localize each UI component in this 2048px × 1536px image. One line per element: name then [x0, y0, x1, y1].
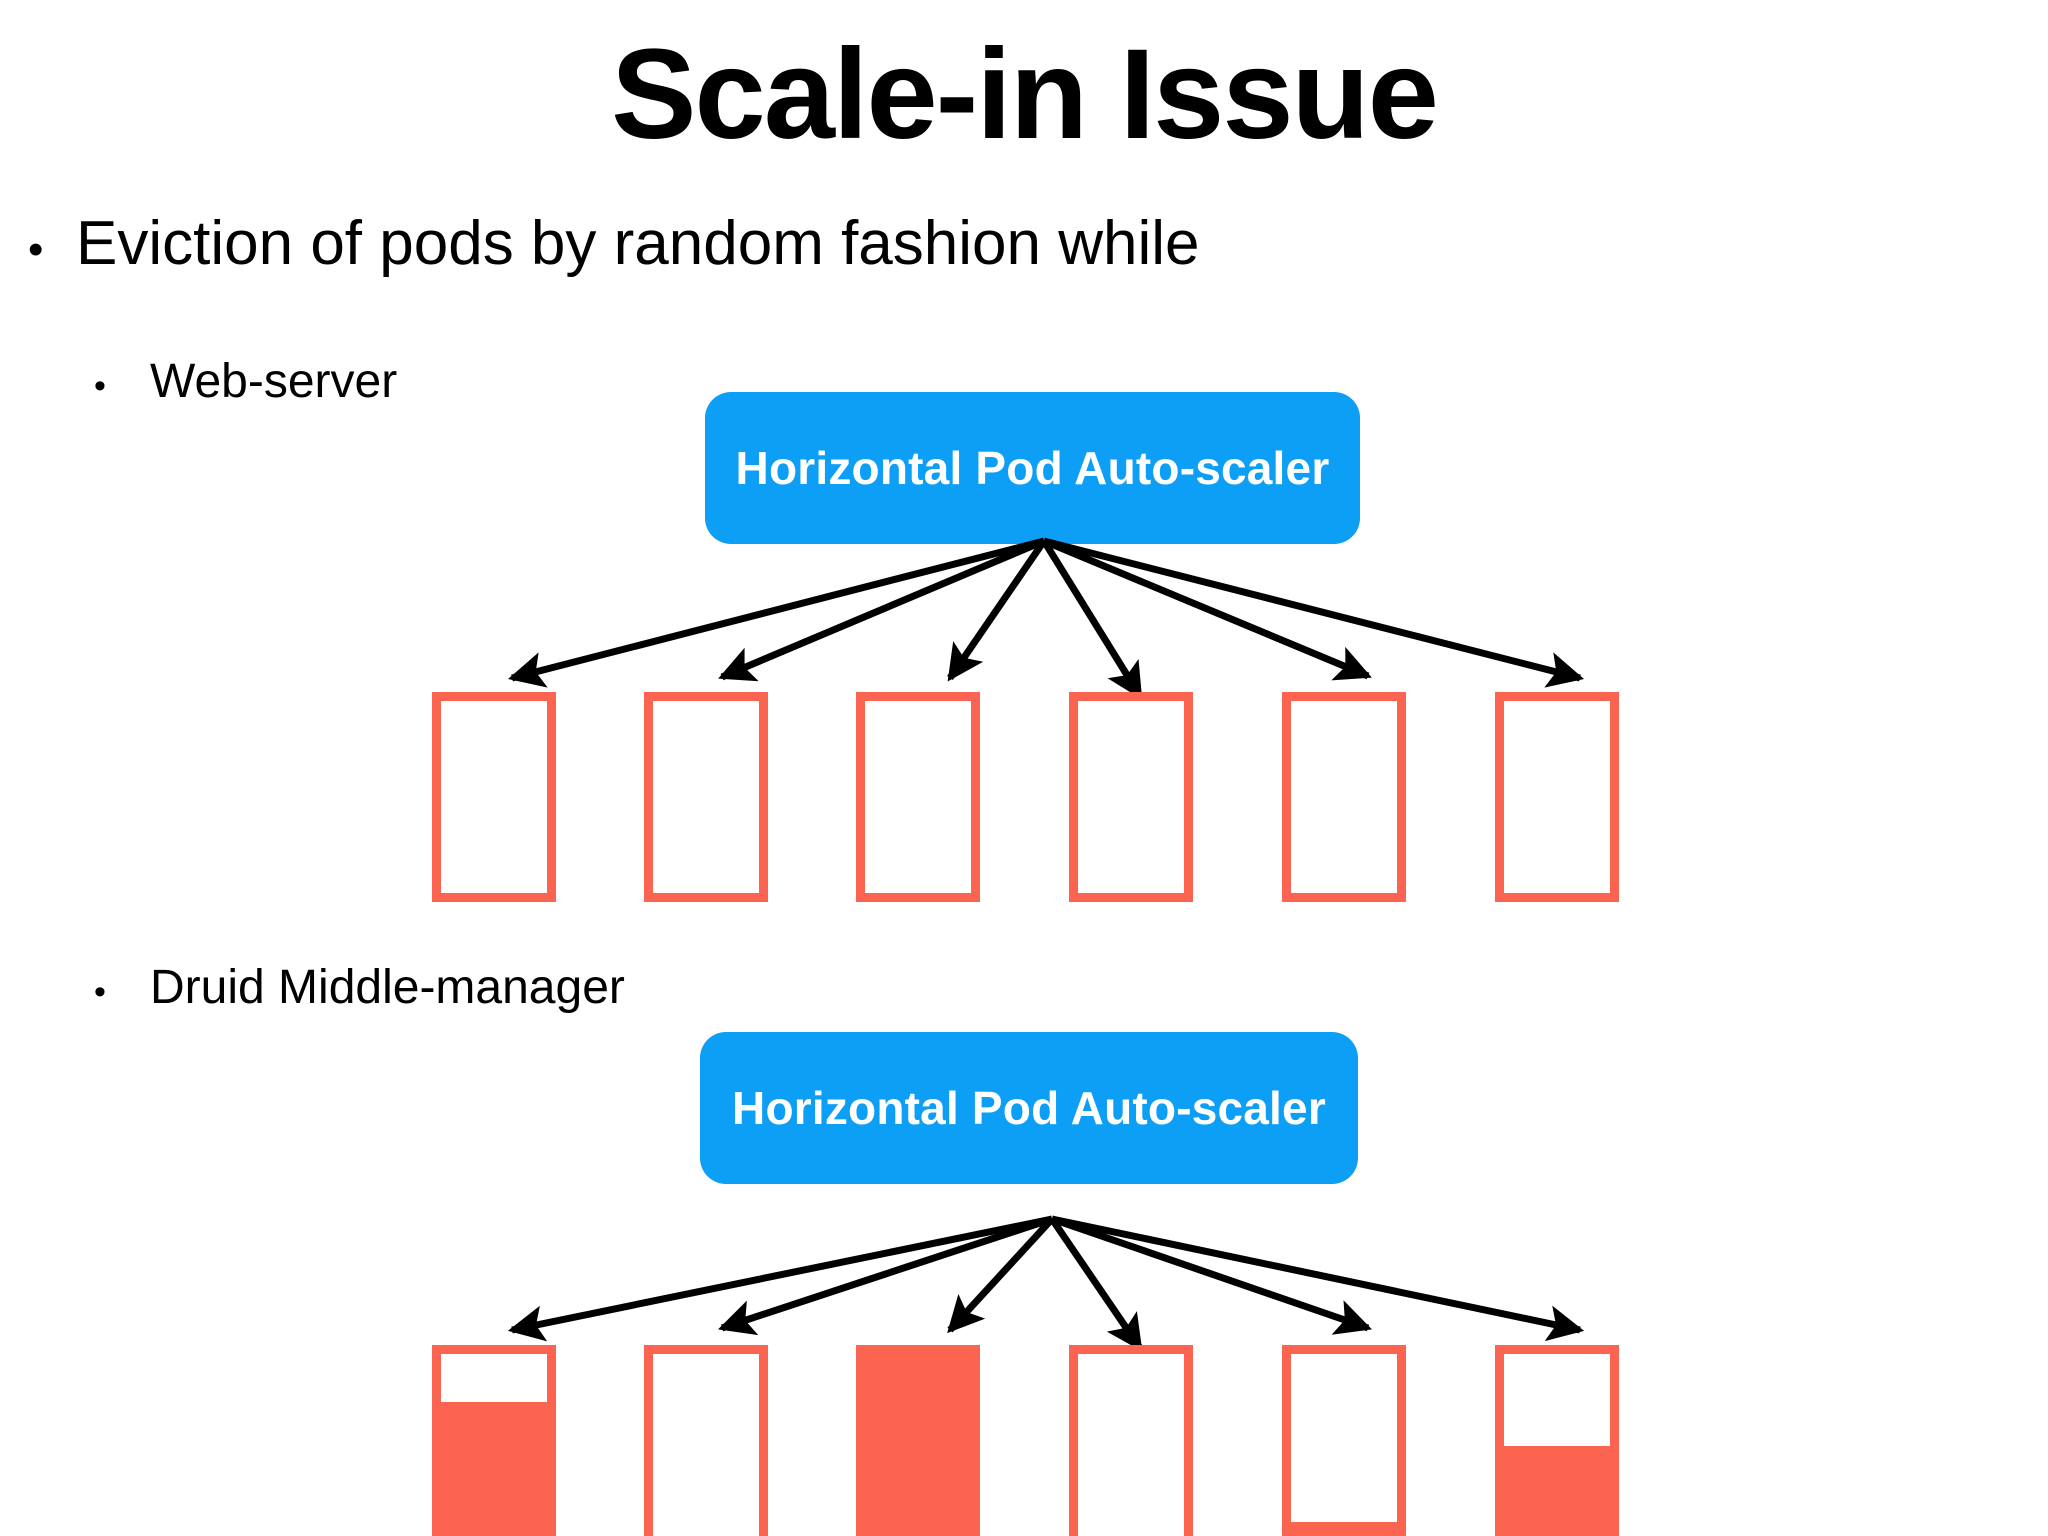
hpa-arrow-druid-1 [507, 1215, 1053, 1342]
bullet-web-server-label: Web-server [150, 355, 398, 408]
hpa-arrow-druid-4 [1049, 1217, 1143, 1352]
pod-fill [441, 1401, 547, 1536]
hpa-controller-box-druid[interactable]: Horizontal Pod Auto-scaler [700, 1032, 1358, 1184]
bullet-marker-icon: • [28, 225, 44, 274]
pod-web-1[interactable] [432, 692, 556, 902]
bullet-eviction: • Eviction of pods by random fashion whi… [28, 208, 1200, 279]
hpa-arrow-web-6 [1043, 537, 1585, 688]
hpa-arrow-druid-6 [1051, 1215, 1585, 1342]
pod-druid-5[interactable] [1282, 1345, 1406, 1536]
bullet-druid-middle-manager-label: Druid Middle-manager [150, 961, 625, 1014]
hpa-arrow-web-4 [1041, 539, 1143, 700]
pod-fill [865, 1354, 971, 1536]
hpa-arrow-web-2 [718, 537, 1046, 682]
hpa-controller-box-web[interactable]: Horizontal Pod Auto-scaler [705, 392, 1360, 544]
bullet-web-server: • Web-server [94, 354, 397, 409]
pod-druid-3[interactable] [856, 1345, 980, 1536]
pod-web-2[interactable] [644, 692, 768, 902]
hpa-arrow-druid-3 [947, 1216, 1055, 1334]
hpa-arrow-druid-2 [718, 1215, 1054, 1336]
pod-druid-1[interactable] [432, 1345, 556, 1536]
pod-web-4[interactable] [1069, 692, 1193, 902]
pod-web-6[interactable] [1495, 692, 1619, 902]
hpa-arrow-web-3 [947, 539, 1047, 682]
pod-fill [1504, 1445, 1610, 1536]
bullet-eviction-label: Eviction of pods by random fashion while [76, 209, 1200, 278]
bullet-druid-middle-manager: • Druid Middle-manager [94, 960, 625, 1015]
bullet-marker-icon: • [94, 973, 106, 1011]
pod-fill [1291, 1521, 1397, 1536]
hpa-arrow-web-1 [507, 537, 1045, 688]
pod-web-5[interactable] [1282, 692, 1406, 902]
pod-druid-4[interactable] [1069, 1345, 1193, 1536]
hpa-arrow-web-5 [1042, 537, 1372, 681]
pod-druid-2[interactable] [644, 1345, 768, 1536]
pod-druid-6[interactable] [1495, 1345, 1619, 1536]
pod-web-3[interactable] [856, 692, 980, 902]
page-title: Scale-in Issue [611, 23, 1439, 166]
bullet-marker-icon: • [94, 367, 106, 405]
hpa-arrow-druid-5 [1050, 1215, 1372, 1335]
